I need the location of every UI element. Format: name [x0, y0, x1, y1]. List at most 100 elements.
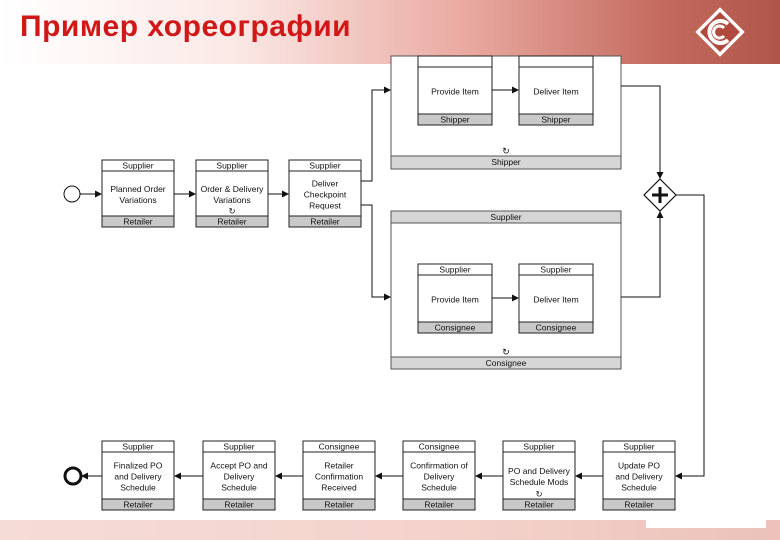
b4-name-line: Confirmation of — [410, 461, 468, 471]
b6-top-band — [602, 440, 676, 453]
loop-marker-icon: ↻ — [502, 347, 510, 357]
sp1a-bottom-band — [417, 113, 493, 126]
sp1b-top-band — [518, 55, 594, 68]
sub2-bottom-label: Consignee — [486, 358, 527, 368]
t3-bottom-participant: Retailer — [310, 217, 339, 227]
b6-name-line: Schedule — [621, 483, 657, 493]
b5-name-line: Schedule Mods — [510, 477, 569, 487]
footer-notch — [646, 520, 766, 528]
b1-bottom-participant: Retailer — [123, 500, 152, 510]
t3-name-line: Checkpoint — [304, 190, 347, 200]
b1-name-line: Finalized PO — [114, 461, 163, 471]
t1-top-participant: Supplier — [122, 161, 153, 171]
b3-bottom-participant: Retailer — [324, 500, 353, 510]
b3-top-band — [302, 440, 376, 453]
b1-top-participant: Supplier — [122, 442, 153, 452]
task-retailer-confirmation-received: ConsigneeRetailerRetailerConfirmationRec… — [302, 440, 376, 511]
b5-name-line: PO and Delivery — [508, 466, 571, 476]
task-provide-item-shipper: Shipper Provide Item — [417, 55, 493, 126]
sp2b-top-participant: Supplier — [540, 265, 571, 275]
sp2a-bottom-band — [417, 321, 493, 334]
b4-bottom-band — [402, 498, 476, 511]
sp2a-bottom-participant: Consignee — [435, 323, 476, 333]
loop-marker-icon: ↻ — [535, 489, 542, 499]
b2-top-participant: Supplier — [223, 442, 254, 452]
b3-bottom-band — [302, 498, 376, 511]
b6-top-participant: Supplier — [623, 442, 654, 452]
sp1a-bottom-participant: Shipper — [440, 115, 469, 125]
slide-footer — [0, 520, 780, 540]
t2-bottom-band — [195, 215, 269, 228]
sp1a-name-line: Provide Item — [431, 87, 479, 97]
sp2b-bottom-band — [518, 321, 594, 334]
t3-top-participant: Supplier — [309, 161, 340, 171]
b3-name-line: Received — [321, 483, 357, 493]
sp1b-bottom-participant: Shipper — [541, 115, 570, 125]
b2-bottom-participant: Retailer — [224, 500, 253, 510]
b3-top-participant: Consignee — [319, 442, 360, 452]
b2-name-line: Accept PO and — [210, 461, 267, 471]
b6-name-line: Update PO — [618, 461, 660, 471]
sp2a-name-line: Provide Item — [431, 295, 479, 305]
b6-bottom-participant: Retailer — [624, 500, 653, 510]
b2-name-line: Delivery — [224, 472, 255, 482]
end-event — [63, 466, 83, 486]
slide-title: Пример хореографии — [20, 10, 352, 43]
b1-name-line: Schedule — [120, 483, 156, 493]
sp2a-top-band — [417, 263, 493, 276]
b4-name-line: Schedule — [421, 483, 457, 493]
b4-bottom-participant: Retailer — [424, 500, 453, 510]
b4-name-line: Delivery — [424, 472, 455, 482]
b3-name-line: Confirmation — [315, 472, 363, 482]
flow — [621, 85, 664, 179]
flow — [621, 211, 664, 298]
t3-bottom-band — [288, 215, 362, 228]
t1-name-line: Planned Order — [110, 184, 165, 194]
parallel-gateway — [643, 178, 677, 212]
t3-name-line: Deliver — [312, 179, 339, 189]
sp1a-top-band — [417, 55, 493, 68]
b1-top-band — [101, 440, 175, 453]
b2-name-line: Schedule — [221, 483, 257, 493]
t2-top-participant: Supplier — [216, 161, 247, 171]
b3-name-line: Retailer — [324, 461, 353, 471]
t1-top-band — [101, 159, 175, 172]
t1-bottom-band — [101, 215, 175, 228]
b2-top-band — [202, 440, 276, 453]
slide-header: Пример хореографии — [0, 0, 780, 64]
sp2a-top-participant: Supplier — [439, 265, 470, 275]
b1-bottom-band — [101, 498, 175, 511]
b6-bottom-band — [602, 498, 676, 511]
sp2b-name-line: Deliver Item — [533, 295, 578, 305]
t1-bottom-participant: Retailer — [123, 217, 152, 227]
sequence-flows — [80, 85, 705, 480]
t2-bottom-participant: Retailer — [217, 217, 246, 227]
b4-top-band — [402, 440, 476, 453]
t2-name-line: Variations — [213, 195, 250, 205]
sp1b-name-line: Deliver Item — [533, 87, 578, 97]
b6-name-line: and Delivery — [615, 472, 663, 482]
b5-bottom-participant: Retailer — [524, 500, 553, 510]
b4-top-participant: Consignee — [419, 442, 460, 452]
b1-name-line: and Delivery — [114, 472, 162, 482]
sub1-bottom-label: Shipper — [491, 157, 520, 167]
b2-bottom-band — [202, 498, 276, 511]
sp2b-top-band — [518, 263, 594, 276]
t3-name-line: Request — [309, 201, 341, 211]
b5-top-participant: Supplier — [523, 442, 554, 452]
b5-bottom-band — [502, 498, 576, 511]
t2-name-line: Order & Delivery — [201, 184, 265, 194]
sp2b-bottom-participant: Consignee — [536, 323, 577, 333]
loop-marker-icon: ↻ — [228, 206, 235, 216]
plus-icon — [652, 187, 668, 203]
